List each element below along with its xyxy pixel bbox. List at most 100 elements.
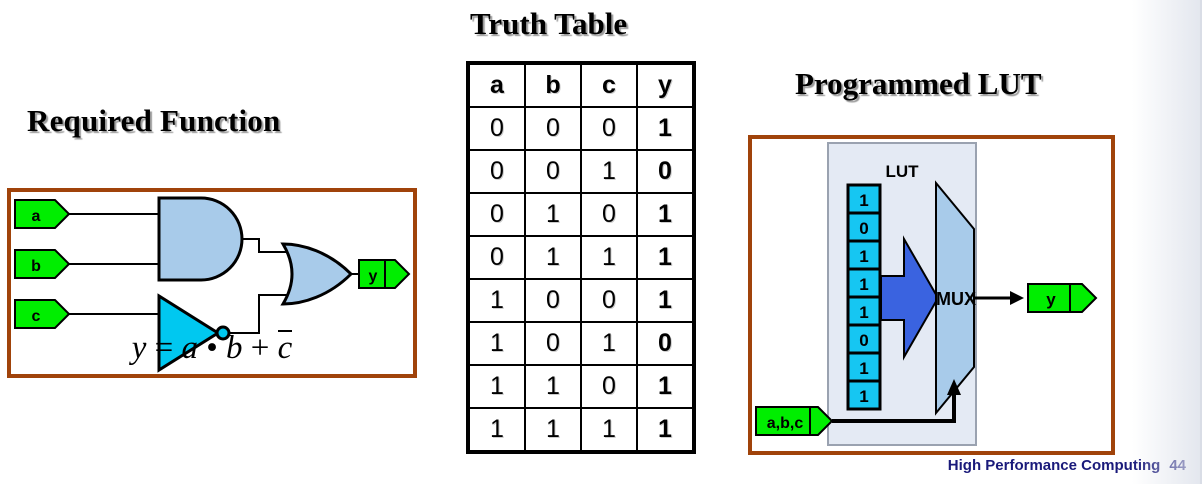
cell-a: 1 (467, 364, 526, 409)
signal-tag-y-output: y (1027, 283, 1098, 313)
page-title-programmed-lut: Programmed LUT (795, 66, 1042, 101)
cell-b: 0 (524, 278, 582, 323)
signal-tag-a: a (14, 199, 71, 229)
table-row: 1 1 0 1 (467, 364, 695, 409)
cell-b: 1 (524, 407, 582, 453)
table-row: 0 1 1 1 (467, 235, 695, 280)
page-title-truth-table: Truth Table (470, 6, 628, 41)
boolean-equation: y = a • b + c (7, 330, 417, 367)
arrowhead-select-icon (947, 379, 961, 395)
column-header-c: c (580, 62, 638, 108)
slide-footer: High Performance Computing 44 (948, 457, 1186, 474)
cell-a: 1 (467, 278, 526, 323)
cell-b: 0 (524, 149, 582, 194)
signal-tag-c: c (14, 299, 71, 329)
cell-y: 0 (636, 321, 695, 366)
cell-c: 1 (580, 407, 638, 453)
cell-y: 1 (636, 278, 695, 323)
equation-operand-c-negated: c (277, 330, 293, 366)
cell-c: 0 (580, 106, 638, 151)
table-row: 1 0 0 1 (467, 278, 695, 323)
cell-c: 1 (580, 321, 638, 366)
signal-tag-y-label: y (369, 268, 378, 285)
signal-tag-y-label: y (1046, 290, 1056, 309)
right-edge-line (1200, 0, 1202, 484)
lut-cell (846, 323, 882, 355)
cell-y: 1 (636, 364, 695, 409)
signal-tag-b: b (14, 249, 71, 279)
page-title-required-function: Required Function (27, 103, 281, 138)
lut-cell (846, 295, 882, 327)
equation-plus-operator: + (250, 330, 270, 366)
cell-y: 1 (636, 106, 695, 151)
mux-trapezoid (935, 180, 975, 416)
signal-tag-c-label: c (32, 308, 41, 325)
lut-cell (846, 379, 882, 411)
lut-diagram: LUT 1 0 1 1 1 0 1 1 (755, 142, 1098, 446)
table-row: 0 1 0 1 (467, 192, 695, 237)
cell-b: 1 (524, 235, 582, 280)
signal-tag-abc-label: a,b,c (767, 415, 804, 432)
lut-cell-value: 0 (859, 219, 868, 238)
cell-y: 1 (636, 235, 695, 280)
cell-a: 1 (467, 407, 526, 453)
lut-cell (846, 211, 882, 243)
lut-memory-cells: 1 0 1 1 1 0 1 1 (846, 183, 882, 411)
table-row: 1 1 1 1 (467, 407, 695, 453)
or-gate (280, 242, 354, 306)
cell-a: 0 (467, 192, 526, 237)
lut-cell-value: 1 (859, 275, 868, 294)
slide-page-number: 44 (1169, 457, 1186, 474)
inverter-gate (157, 293, 221, 373)
equation-operand-b: b (226, 330, 243, 366)
signal-tag-b-label: b (31, 258, 41, 275)
truth-table: a b c y 0 0 0 1 0 0 1 0 0 1 0 1 (466, 61, 696, 454)
table-row: 1 0 1 0 (467, 321, 695, 366)
cell-a: 0 (467, 149, 526, 194)
wire-select-abc (832, 391, 956, 423)
signal-tag-a-label: a (32, 208, 41, 225)
cell-a: 0 (467, 235, 526, 280)
lut-cell-value: 1 (859, 387, 868, 406)
cell-a: 1 (467, 321, 526, 366)
cell-y: 1 (636, 192, 695, 237)
required-function-panel: a b c y (7, 188, 417, 378)
table-row: 0 0 0 1 (467, 106, 695, 151)
cell-y: 0 (636, 149, 695, 194)
truth-table-body: a b c y 0 0 0 1 0 0 1 0 0 1 0 1 (467, 62, 695, 453)
cell-c: 1 (580, 149, 638, 194)
lut-cell-value: 1 (859, 303, 868, 322)
footer-course-title: High Performance Computing (947, 457, 1161, 474)
signal-tag-y-output: y (358, 259, 411, 289)
column-header-y: y (636, 62, 695, 108)
lut-cell (846, 239, 882, 271)
column-header-b: b (524, 62, 582, 108)
lut-label: LUT (885, 162, 919, 181)
equation-lhs: y (131, 330, 147, 366)
table-header-row: a b c y (467, 62, 695, 108)
cell-a: 0 (467, 106, 526, 151)
cell-b: 1 (524, 192, 582, 237)
lut-cell-value: 0 (859, 331, 868, 350)
equation-operand-a: a (181, 330, 198, 366)
lut-cell-value: 1 (859, 359, 868, 378)
table-row: 0 0 1 0 (467, 149, 695, 194)
mux-label: MUX (936, 289, 976, 309)
cell-c: 1 (580, 235, 638, 280)
signal-tag-abc: a,b,c (755, 406, 834, 436)
cell-b: 0 (524, 106, 582, 151)
cell-c: 0 (580, 192, 638, 237)
right-edge-gradient (1132, 0, 1202, 484)
data-flow-arrow-icon (880, 235, 940, 361)
programmed-lut-panel: LUT 1 0 1 1 1 0 1 1 (748, 135, 1115, 455)
cell-c: 0 (580, 278, 638, 323)
and-gate (157, 196, 244, 282)
logic-circuit-diagram: a b c y (14, 196, 411, 373)
lut-cell-value: 1 (859, 247, 868, 266)
cell-b: 0 (524, 321, 582, 366)
cell-y: 1 (636, 407, 695, 453)
equation-equals: = (154, 330, 174, 366)
wire-not-to-or (229, 294, 289, 334)
column-header-a: a (467, 62, 526, 108)
